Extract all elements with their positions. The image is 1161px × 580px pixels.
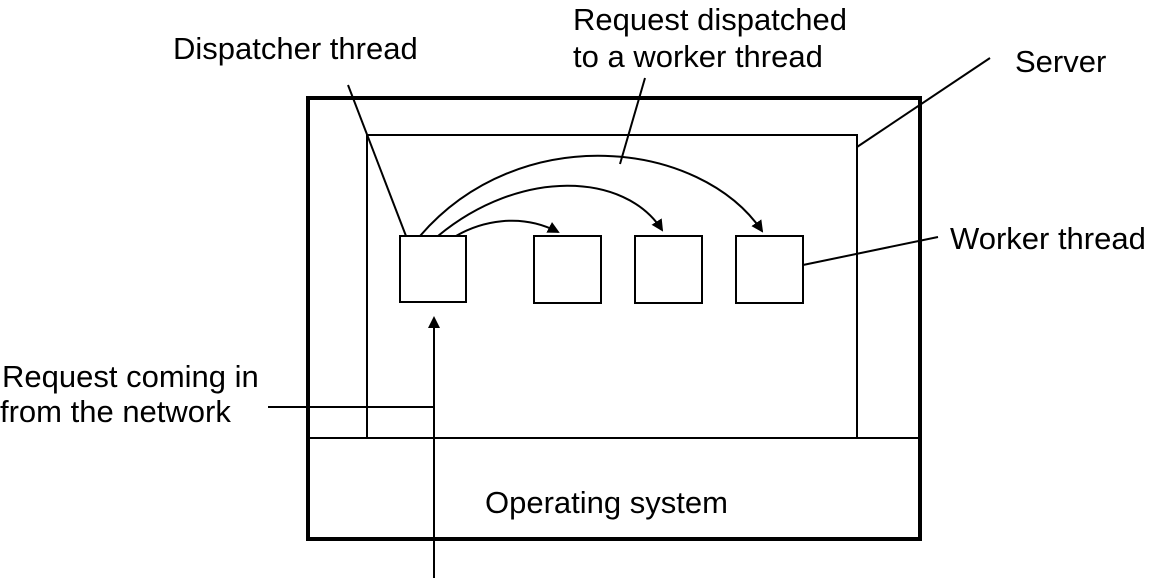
dispatcher-thread-label: Dispatcher thread [173, 31, 418, 66]
dispatch-arrow [437, 184, 664, 237]
server-leader [856, 57, 991, 148]
worker-thread-box [735, 235, 804, 304]
request-dispatched-label-line1: Request dispatched [573, 2, 847, 37]
dispatch-arrow [455, 219, 560, 237]
dispatch-arrow [419, 154, 764, 237]
request-dispatched-label-line2: to a worker thread [573, 39, 823, 74]
server-process-box [366, 134, 858, 439]
operating-system-label: Operating system [485, 485, 728, 520]
dispatcher-thread-leader [347, 84, 407, 237]
request-incoming-label-line1: Request coming in [2, 359, 259, 394]
request-dispatched-leader [619, 77, 646, 165]
machine-box [306, 96, 922, 541]
request-incoming-label-line2: from the network [0, 394, 231, 429]
dispatcher-thread-box [399, 235, 467, 303]
worker-thread-box [533, 235, 602, 304]
worker-thread-leader [802, 236, 939, 266]
worker-thread-box [634, 235, 703, 304]
worker-thread-label: Worker thread [950, 221, 1146, 256]
server-label: Server [1015, 44, 1106, 79]
